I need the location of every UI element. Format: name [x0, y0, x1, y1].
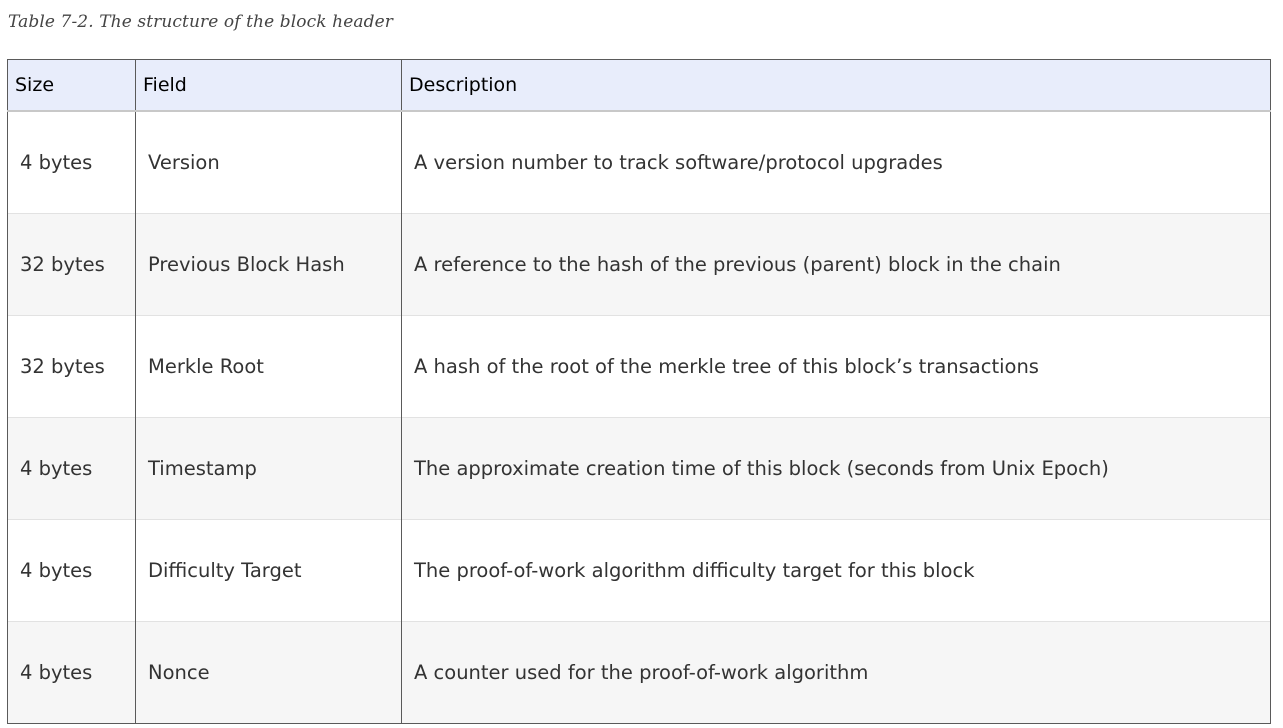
cell-field: Version — [135, 110, 402, 214]
table-header-row: Size Field Description — [7, 59, 1271, 112]
column-header-field: Field — [135, 59, 402, 112]
cell-size: 4 bytes — [7, 417, 136, 520]
cell-field: Timestamp — [135, 417, 402, 520]
cell-field: Nonce — [135, 621, 402, 724]
cell-description: A reference to the hash of the previous … — [401, 213, 1271, 316]
cell-field: Merkle Root — [135, 315, 402, 418]
cell-description: The approximate creation time of this bl… — [401, 417, 1271, 520]
cell-description: A hash of the root of the merkle tree of… — [401, 315, 1271, 418]
cell-description: A version number to track software/proto… — [401, 110, 1271, 214]
table-row: 4 bytes Version A version number to trac… — [7, 110, 1271, 214]
cell-size: 32 bytes — [7, 315, 136, 418]
cell-size: 4 bytes — [7, 519, 136, 622]
table-caption: Table 7-2. The structure of the block he… — [8, 12, 393, 32]
cell-size: 4 bytes — [7, 621, 136, 724]
cell-description: A counter used for the proof-of-work alg… — [401, 621, 1271, 724]
cell-field: Previous Block Hash — [135, 213, 402, 316]
cell-description: The proof-of-work algorithm difficulty t… — [401, 519, 1271, 622]
column-header-size: Size — [7, 59, 136, 112]
table-row: 4 bytes Nonce A counter used for the pro… — [7, 621, 1271, 724]
table-row: 4 bytes Difficulty Target The proof-of-w… — [7, 519, 1271, 622]
table-row: 32 bytes Previous Block Hash A reference… — [7, 213, 1271, 316]
column-header-description: Description — [401, 59, 1271, 112]
cell-size: 4 bytes — [7, 110, 136, 214]
table-row: 4 bytes Timestamp The approximate creati… — [7, 417, 1271, 520]
table-row: 32 bytes Merkle Root A hash of the root … — [7, 315, 1271, 418]
block-header-table: Size Field Description 4 bytes Version A… — [7, 59, 1271, 724]
cell-size: 32 bytes — [7, 213, 136, 316]
cell-field: Difficulty Target — [135, 519, 402, 622]
